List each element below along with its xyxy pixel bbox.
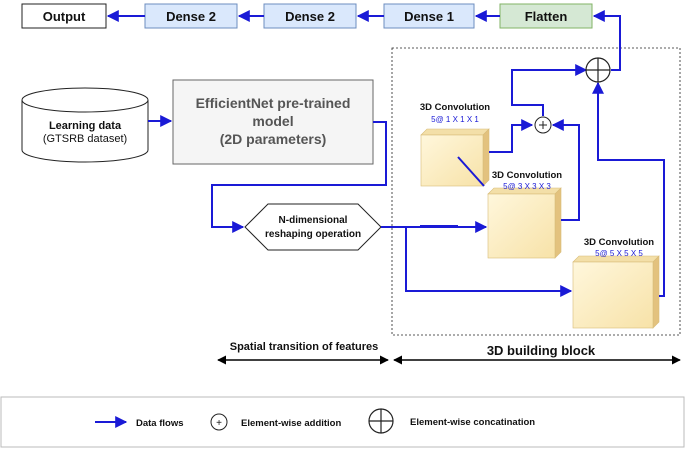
learning-data-cylinder: Learning data (GTSRB dataset) [21,87,149,163]
data-flow-lines [148,10,665,297]
legend-data-flows: Data flows [95,416,184,429]
output-label: Output [43,9,86,24]
spatial-transition-label: Spatial transition of features [230,341,379,353]
flatten-label: Flatten [525,9,568,24]
reshape-line1: N-dimensional [279,215,348,226]
dense2-box-b: Dense 2 [263,3,357,29]
conv3-params: 5@ 5 X 5 X 5 [595,249,643,258]
legend-concatenation-label: Element-wise concatination [410,417,535,428]
conv1-params: 5@ 1 X 1 X 1 [431,115,479,124]
dense2-a-label: Dense 2 [166,9,216,24]
efficientnet-line1: EfficientNet pre-trained [196,95,351,111]
concatenation-node [585,57,611,83]
flatten-box: Flatten [499,3,593,29]
conv-5x5x5-cube [572,255,660,329]
legend-concatenation: Element-wise concatination [368,408,535,434]
conv-1x1x1-cube [420,128,490,187]
conv1-title: 3D Convolution [420,102,490,113]
dense1-label: Dense 1 [404,9,454,24]
legend-addition: + Element-wise addition [210,413,341,431]
efficientnet-box: EfficientNet pre-trained model (2D param… [172,79,374,165]
efficientnet-line2: model [252,113,293,129]
legend-data-flows-label: Data flows [136,418,184,429]
legend-addition-symbol: + [216,418,222,429]
reshaping-operation: N-dimensional reshaping operation [244,203,382,251]
dense2-b-label: Dense 2 [285,9,335,24]
building-block-region [391,47,681,336]
legend-addition-label: Element-wise addition [241,418,341,429]
conv-3x3x3-cube [487,187,562,259]
elementwise-addition-node [534,116,552,134]
building-block-label: 3D building block [487,343,596,358]
dense1-box: Dense 1 [383,3,475,29]
output-box: Output [21,3,107,29]
conv2-params: 5@ 3 X 3 X 3 [503,182,551,191]
efficientnet-line3: (2D parameters) [220,131,327,147]
learning-data-title: Learning data [49,120,122,132]
conv3-title: 3D Convolution [584,237,654,248]
reshape-line2: reshaping operation [265,229,361,240]
learning-data-subtitle: (GTSRB dataset) [43,133,127,145]
conv2-title: 3D Convolution [492,170,562,181]
dense2-box-a: Dense 2 [144,3,238,29]
